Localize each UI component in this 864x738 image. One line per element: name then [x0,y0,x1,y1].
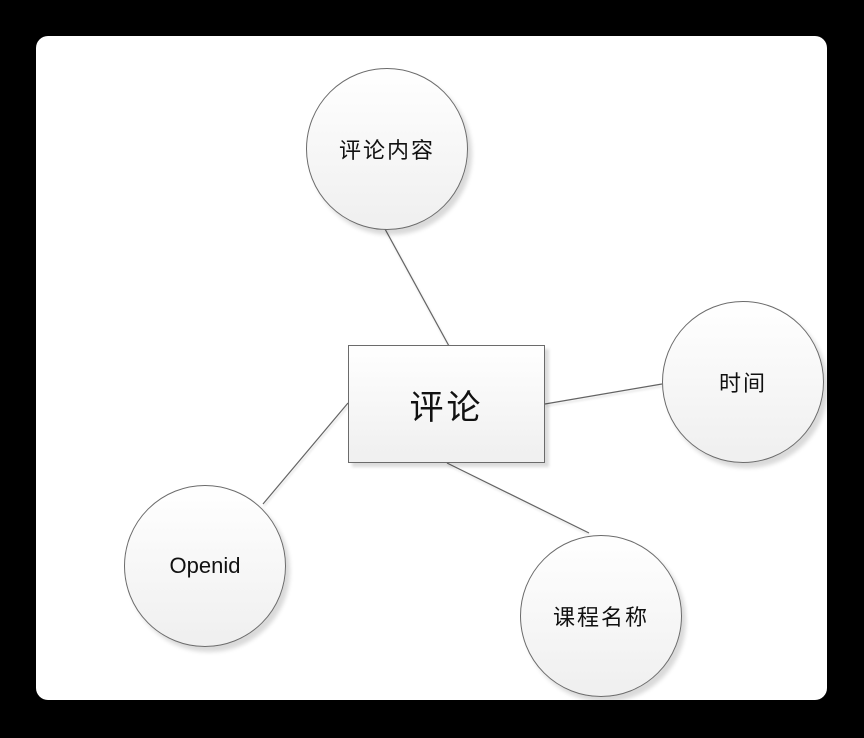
edge-comment-to-content [384,228,450,347]
node-openid: Openid [124,485,286,647]
node-openid-label: Openid [169,553,241,578]
node-time-label: 时间 [718,372,767,397]
node-comment-content: 评论内容 [306,68,468,230]
node-course-name-label: 课程名称 [552,606,649,631]
node-time: 时间 [662,301,824,463]
node-comment-content-label: 评论内容 [338,139,435,164]
edge-comment-to-time [544,383,663,405]
node-comment-center-label: 评论 [409,387,484,428]
connector-lines [262,228,663,534]
edge-comment-to-openid [262,402,349,505]
node-comment-center: 评论 [348,345,545,463]
edge-comment-to-course [446,462,590,534]
node-course-name: 课程名称 [520,535,682,697]
diagram-page: 评论内容 时间 Openid 课程名称 评论 [36,36,827,700]
